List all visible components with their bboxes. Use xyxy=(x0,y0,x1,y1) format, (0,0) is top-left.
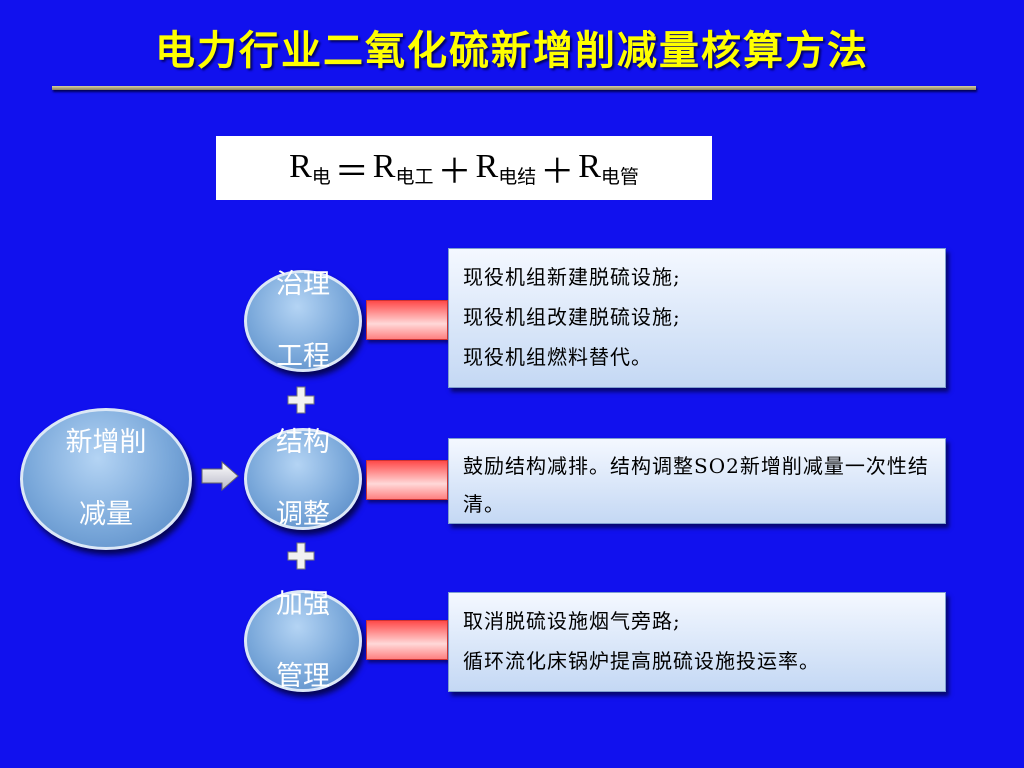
detail-box-management: 取消脱硫设施烟气旁路; 循环流化床锅炉提高脱硫设施投运率。 xyxy=(448,592,946,692)
node-label-line1: 治理 xyxy=(276,269,330,300)
source-node-line1: 新增削 xyxy=(65,427,147,458)
detail-line: 现役机组改建脱硫设施; xyxy=(463,305,681,329)
node-structure-adjustment: 结构调整 xyxy=(244,427,362,530)
detail-box-structure: 鼓励结构减排。结构调整SO2新增削减量一次性结清。 xyxy=(448,438,946,524)
detail-line: 鼓励结构减排。结构调整SO2新增削减量一次性结清。 xyxy=(463,454,929,516)
plus-icon xyxy=(287,386,315,414)
title-divider xyxy=(52,86,976,90)
formula-r-structure: R电结 xyxy=(475,147,537,188)
source-node: 新增削减量 xyxy=(20,408,192,550)
formula-box: R电 ＝ R电工 ＋ R电结 ＋ R电管 xyxy=(216,136,712,200)
formula-plus-2: ＋ xyxy=(540,153,575,191)
node-label-line2: 管理 xyxy=(276,661,330,692)
formula-r-management: R电管 xyxy=(578,147,639,188)
source-node-line2: 减量 xyxy=(79,499,133,530)
node-label-line2: 调整 xyxy=(276,499,330,530)
connector-bar xyxy=(366,300,448,340)
formula-r-total: R电 xyxy=(289,147,331,188)
node-label-line2: 工程 xyxy=(276,341,330,372)
connector-bar xyxy=(366,620,448,660)
node-label-line1: 加强 xyxy=(276,589,330,620)
detail-line: 取消脱硫设施烟气旁路; xyxy=(463,609,681,633)
formula-plus-1: ＋ xyxy=(437,153,472,191)
detail-line: 现役机组新建脱硫设施; xyxy=(463,265,681,289)
node-label-line1: 结构 xyxy=(276,427,330,458)
detail-line: 循环流化床锅炉提高脱硫设施投运率。 xyxy=(463,649,820,673)
formula-r-governance: R电工 xyxy=(372,147,434,188)
arrow-right-icon xyxy=(201,460,239,492)
connector-bar xyxy=(366,460,448,500)
formula-equals: ＝ xyxy=(334,153,369,191)
detail-line: 现役机组燃料替代。 xyxy=(463,345,652,369)
node-strengthen-management: 加强管理 xyxy=(244,589,362,692)
page-title: 电力行业二氧化硫新增削减量核算方法 xyxy=(155,27,869,74)
detail-box-governance: 现役机组新建脱硫设施; 现役机组改建脱硫设施; 现役机组燃料替代。 xyxy=(448,248,946,388)
plus-icon xyxy=(287,542,315,570)
node-governance-engineering: 治理工程 xyxy=(244,269,362,372)
